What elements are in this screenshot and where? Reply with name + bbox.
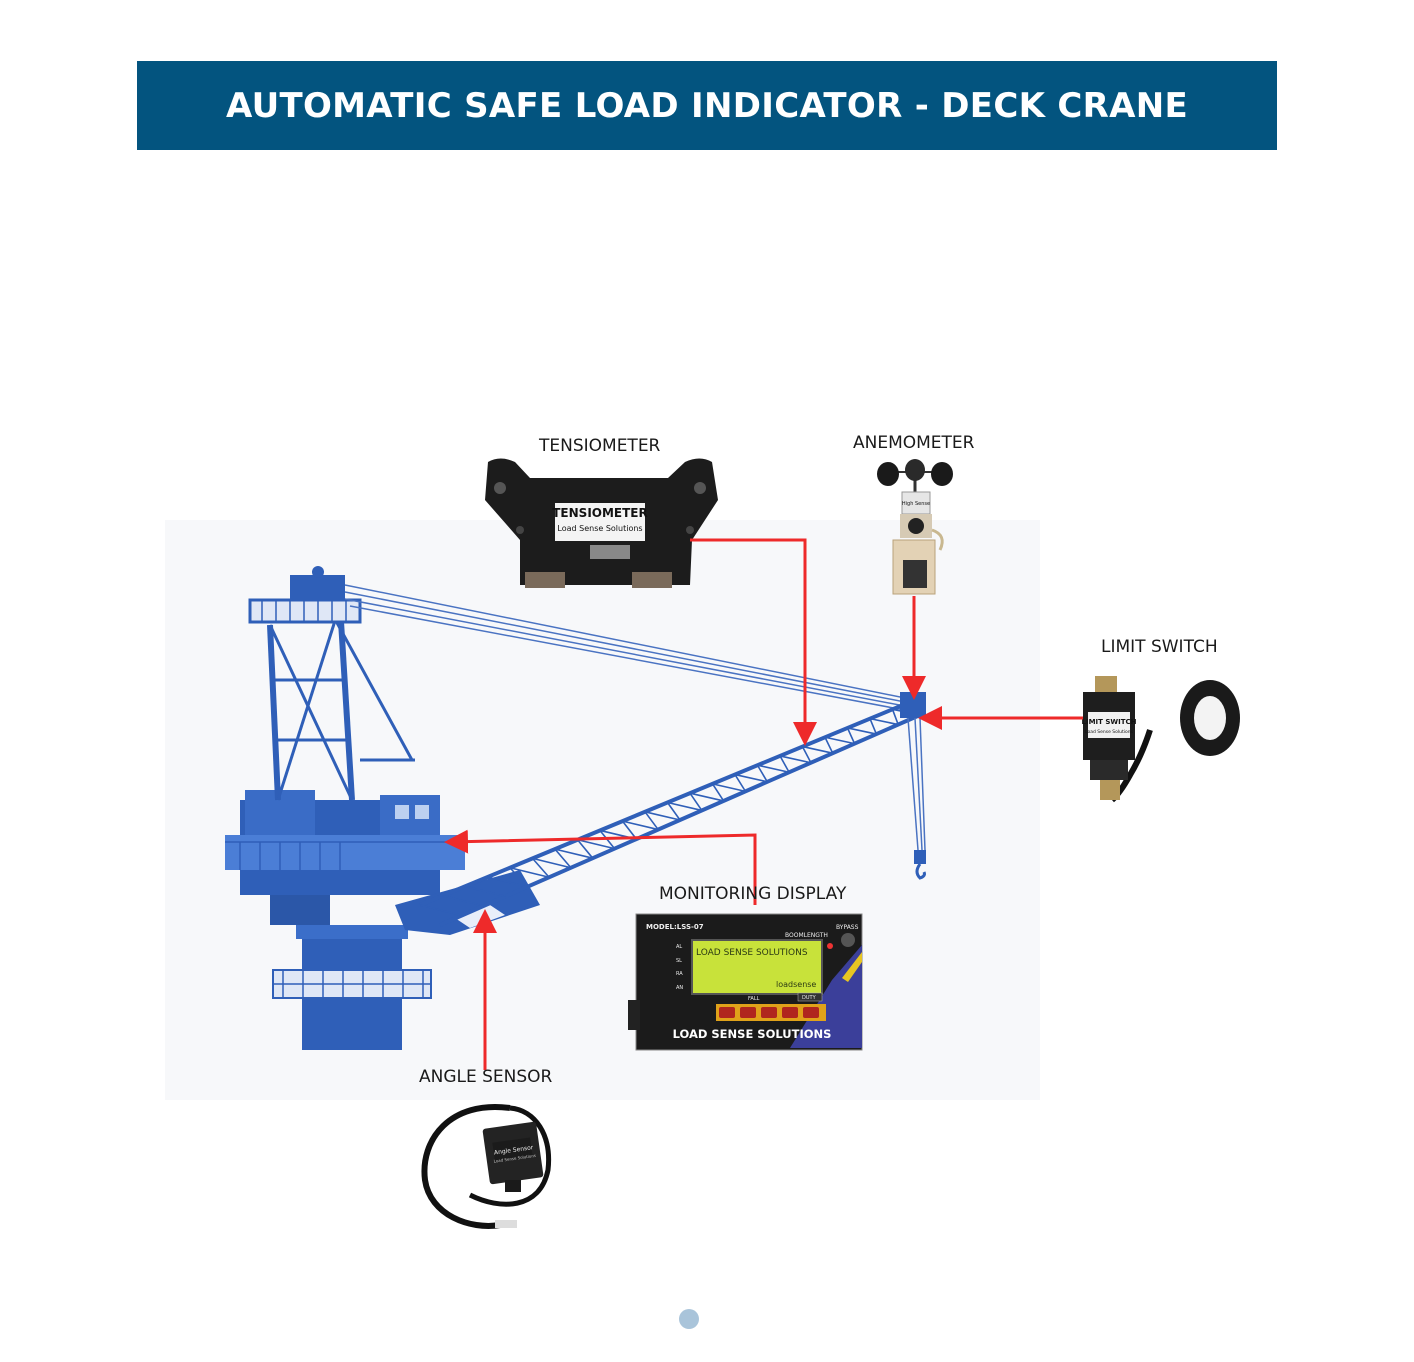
boom-lattice-strut xyxy=(846,727,856,744)
boom-lattice-strut xyxy=(576,839,594,859)
page-indicator-dot xyxy=(679,1309,699,1329)
display-indicator-sl: SL xyxy=(676,958,682,964)
display-indicator-an: AN xyxy=(676,985,683,991)
boom-lattice-strut xyxy=(442,894,484,907)
limit-switch-plate-title: LIMIT SWITCH xyxy=(1082,718,1137,726)
boom-lattice-strut xyxy=(779,755,790,773)
tensiometer-plate-brand: Load Sense Solutions xyxy=(557,524,642,533)
display-fall-text: FALL xyxy=(748,996,760,1002)
display-indicator-al: AL xyxy=(676,944,682,950)
display-button-3[interactable] xyxy=(761,1007,777,1018)
limit-switch-label: LIMIT SWITCH xyxy=(1101,637,1218,657)
display-bypass-text: BYPASS xyxy=(836,924,859,931)
boom-lattice-strut xyxy=(509,866,550,879)
boom-lattice-strut xyxy=(419,904,463,917)
angle-sensor-plate-brand: Load Sense Solutions xyxy=(493,1153,536,1164)
boom-lattice-strut xyxy=(667,801,702,812)
boom-lattice-strut xyxy=(689,792,703,811)
monitoring-display-device: MODEL:LSS-07 BOOMLENGTH BYPASS LOAD SENS… xyxy=(628,913,863,1051)
display-button-5[interactable] xyxy=(803,1007,819,1018)
boom-lattice-strut xyxy=(487,876,528,888)
boom-lattice-strut xyxy=(644,811,659,831)
boom-lattice-strut xyxy=(666,802,681,821)
angle-sensor-label: ANGLE SENSOR xyxy=(419,1067,553,1087)
boom-lattice-strut xyxy=(779,755,812,764)
tensiometer-plate-title: TENSIOMETER xyxy=(552,506,648,520)
boom-lattice-strut xyxy=(734,773,768,783)
boom-lattice-strut xyxy=(621,820,637,840)
title-banner: AUTOMATIC SAFE LOAD INDICATOR - DECK CRA… xyxy=(137,61,1277,150)
anemometer-device: High Sense xyxy=(877,459,953,595)
limit-switch-device: LIMIT SWITCH Load Sense Solutions xyxy=(1082,676,1240,803)
boom-lattice-strut xyxy=(622,820,659,831)
boom-lattice-strut xyxy=(869,717,899,726)
boom-lattice-strut xyxy=(824,736,834,754)
boom-lattice-strut xyxy=(554,848,572,869)
boom-lattice-strut xyxy=(689,792,724,802)
boom-lattice-strut xyxy=(441,895,463,917)
boom-lattice-strut xyxy=(847,727,877,735)
boom-lattice-strut xyxy=(644,811,681,821)
boom-lattice-strut xyxy=(869,718,878,735)
boom-lattice-strut xyxy=(801,746,812,764)
display-footer-text: LOAD SENSE SOLUTIONS xyxy=(673,1027,832,1041)
display-button-4[interactable] xyxy=(782,1007,798,1018)
deck-crane-illustration xyxy=(225,566,926,1050)
display-button-row xyxy=(716,1004,826,1021)
boom-lattice-strut xyxy=(757,764,790,774)
display-boomlength-text: BOOMLENGTH xyxy=(785,932,828,939)
display-duty-text: DUTY xyxy=(802,995,817,1001)
monitoring-display-connector-arrow xyxy=(444,829,757,905)
monitoring-display-label: MONITORING DISPLAY xyxy=(659,884,847,904)
display-lcd-brand: loadsense xyxy=(776,980,816,989)
boom-lattice-strut xyxy=(711,783,725,802)
boom-lattice-strut xyxy=(734,774,747,792)
display-lcd-text: LOAD SENSE SOLUTIONS xyxy=(696,948,808,958)
boom-lattice-strut xyxy=(531,857,550,878)
boom-lattice-strut xyxy=(532,857,572,869)
page-title: AUTOMATIC SAFE LOAD INDICATOR - DECK CRA… xyxy=(226,85,1188,126)
tensiometer-connector-arrow xyxy=(690,538,817,746)
boom-lattice-strut xyxy=(824,736,855,745)
display-model-text: MODEL:LSS-07 xyxy=(646,923,704,931)
boom-lattice-strut xyxy=(712,783,746,793)
boom-lattice-strut xyxy=(554,848,593,859)
boom-lattice-strut xyxy=(509,867,528,888)
anemometer-label: ANEMOMETER xyxy=(853,433,975,453)
anemometer-plate: High Sense xyxy=(902,501,930,507)
tensiometer-label: TENSIOMETER xyxy=(539,436,661,456)
boom-lattice-strut xyxy=(464,885,485,907)
boom-lattice-strut xyxy=(756,764,768,783)
boom-lattice-strut xyxy=(464,885,506,898)
boom-lattice-strut xyxy=(891,709,899,725)
bypass-key-icon xyxy=(841,933,855,947)
display-lcd-screen xyxy=(691,939,823,995)
boom-lattice-strut xyxy=(486,876,507,897)
boom-lattice-strut xyxy=(577,838,615,850)
angle-sensor-device: Angle Sensor Load Sense Solutions xyxy=(421,1103,552,1229)
tensiometer-device: TENSIOMETER Load Sense Solutions xyxy=(485,458,718,588)
display-indicator-ra: RA xyxy=(676,971,683,977)
limit-switch-plate-brand: Load Sense Solutions xyxy=(1085,729,1134,735)
display-button-1[interactable] xyxy=(719,1007,735,1018)
display-led xyxy=(827,943,833,949)
boom-lattice-strut xyxy=(802,745,833,754)
display-button-2[interactable] xyxy=(740,1007,756,1018)
